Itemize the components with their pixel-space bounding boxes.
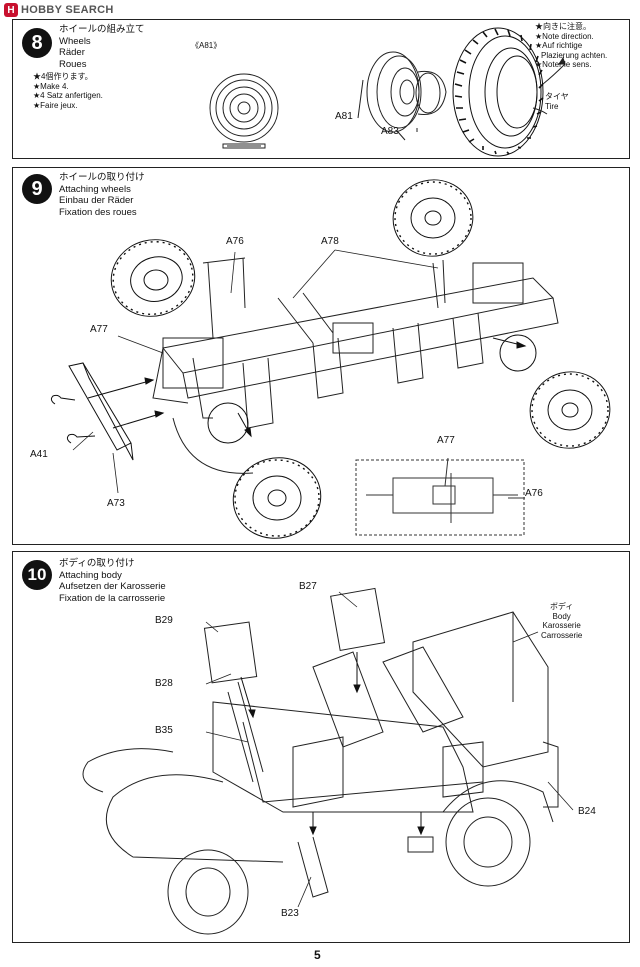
step-8-quantity-note: ★4個作ります。 ★Make 4. ★4 Satz anfertigen. ★F… — [33, 72, 103, 110]
part-label-a41: A41 — [30, 449, 48, 460]
tire-label-jp: タイヤ — [545, 92, 569, 101]
tire-label-en: Tire — [545, 101, 559, 111]
step-8-title: ホイールの組み立て Wheels Räder Roues — [59, 24, 145, 70]
body-label-de: Karosserie — [542, 621, 581, 630]
body-label: ボディ Body Karosserie Carrosserie — [541, 602, 582, 640]
step-9-title: ホイールの取り付け Attaching wheels Einbau der Rä… — [59, 172, 145, 218]
wheel-hub-front-view — [209, 27, 566, 157]
step-8-title-jp: ホイールの組み立て — [59, 24, 145, 35]
watermark: H HOBBY SEARCH — [4, 2, 114, 18]
step-8-direction-note: ★向きに注意。 ★Note direction. ★Auf richtige P… — [535, 22, 607, 70]
part-label-a83: A83 — [381, 126, 399, 137]
watermark-text: HOBBY SEARCH — [21, 4, 114, 16]
body-arrows — [240, 652, 425, 836]
step-8-number: 8 — [22, 28, 52, 58]
note-line: ★4 Satz anfertigen. — [33, 91, 103, 100]
page-number: 5 — [314, 948, 321, 962]
part-label-b29: B29 — [155, 615, 173, 626]
part-label-b24: B24 — [578, 806, 596, 817]
body-label-en: Body — [552, 611, 571, 621]
step-10-panel: 10 ボディの取り付け Attaching body Aufsetzen der… — [12, 551, 630, 943]
note-line: ★4個作ります。 — [33, 72, 93, 81]
wheel-drawings — [110, 179, 611, 539]
step-9-number: 9 — [22, 174, 52, 204]
part-label-b35: B35 — [155, 725, 173, 736]
assembly-arrows — [87, 337, 527, 438]
part-label-a77-inset: A77 — [437, 435, 455, 446]
step-10-title-de: Aufsetzen der Karosserie — [59, 581, 166, 592]
watermark-logo: H — [4, 3, 18, 17]
body-label-jp: ボディ — [549, 602, 574, 611]
step-9-title-en: Attaching wheels — [59, 183, 131, 195]
part-label-a78: A78 — [321, 236, 339, 247]
note-line: ★Faire jeux. — [33, 100, 78, 110]
step-8-panel: 8 ホイールの組み立て Wheels Räder Roues ★4個作ります。 … — [12, 19, 630, 159]
body-assembly-drawing — [82, 587, 574, 935]
note-line: ★Noter le sens. — [535, 60, 592, 69]
part-label-a73: A73 — [107, 498, 125, 509]
part-label-a81: A81 — [335, 111, 353, 122]
chassis-wheel-assembly-drawing — [50, 179, 611, 539]
step-9-title-de: Einbau der Räder — [59, 195, 134, 206]
inset-rear-view — [355, 457, 525, 536]
note-line: Plazierung achten. — [541, 50, 608, 60]
tire-treads — [112, 181, 609, 537]
part-label-b23: B23 — [281, 908, 299, 919]
part-label-b27: B27 — [299, 581, 317, 592]
body-label-fr: Carrosserie — [541, 630, 583, 640]
part-label-a76-inset: A76 — [525, 488, 543, 499]
step-8-title-en: Wheels — [59, 35, 91, 47]
inset-label-a81: 《A81》 — [191, 41, 222, 50]
note-line: ★Auf richtige — [535, 41, 583, 50]
step-9-title-fr: Fixation des roues — [59, 206, 137, 218]
step-10-number: 10 — [22, 560, 52, 590]
tire-tread-pattern — [454, 28, 544, 155]
note-line: ★向きに注意。 — [535, 22, 591, 31]
step-10-title-jp: ボディの取り付け — [59, 558, 135, 569]
step-9-title-jp: ホイールの取り付け — [59, 172, 145, 183]
step-9-panel: 9 ホイールの取り付け Attaching wheels Einbau der … — [12, 167, 630, 545]
step-10-title-en: Attaching body — [59, 569, 122, 581]
part-label-b28: B28 — [155, 678, 173, 689]
tire-label: タイヤ Tire — [545, 92, 569, 111]
step-10-title: ボディの取り付け Attaching body Aufsetzen der Ka… — [59, 558, 166, 604]
part-label-a77-left: A77 — [90, 324, 108, 335]
step-8-title-de: Räder — [59, 47, 85, 58]
note-line: ★Note direction. — [535, 31, 594, 41]
step-8-title-fr: Roues — [59, 58, 87, 70]
front-bumper — [50, 362, 134, 461]
note-line: ★Make 4. — [33, 81, 69, 91]
part-label-a76-top: A76 — [226, 236, 244, 247]
step-10-title-fr: Fixation de la carrosserie — [59, 592, 166, 604]
